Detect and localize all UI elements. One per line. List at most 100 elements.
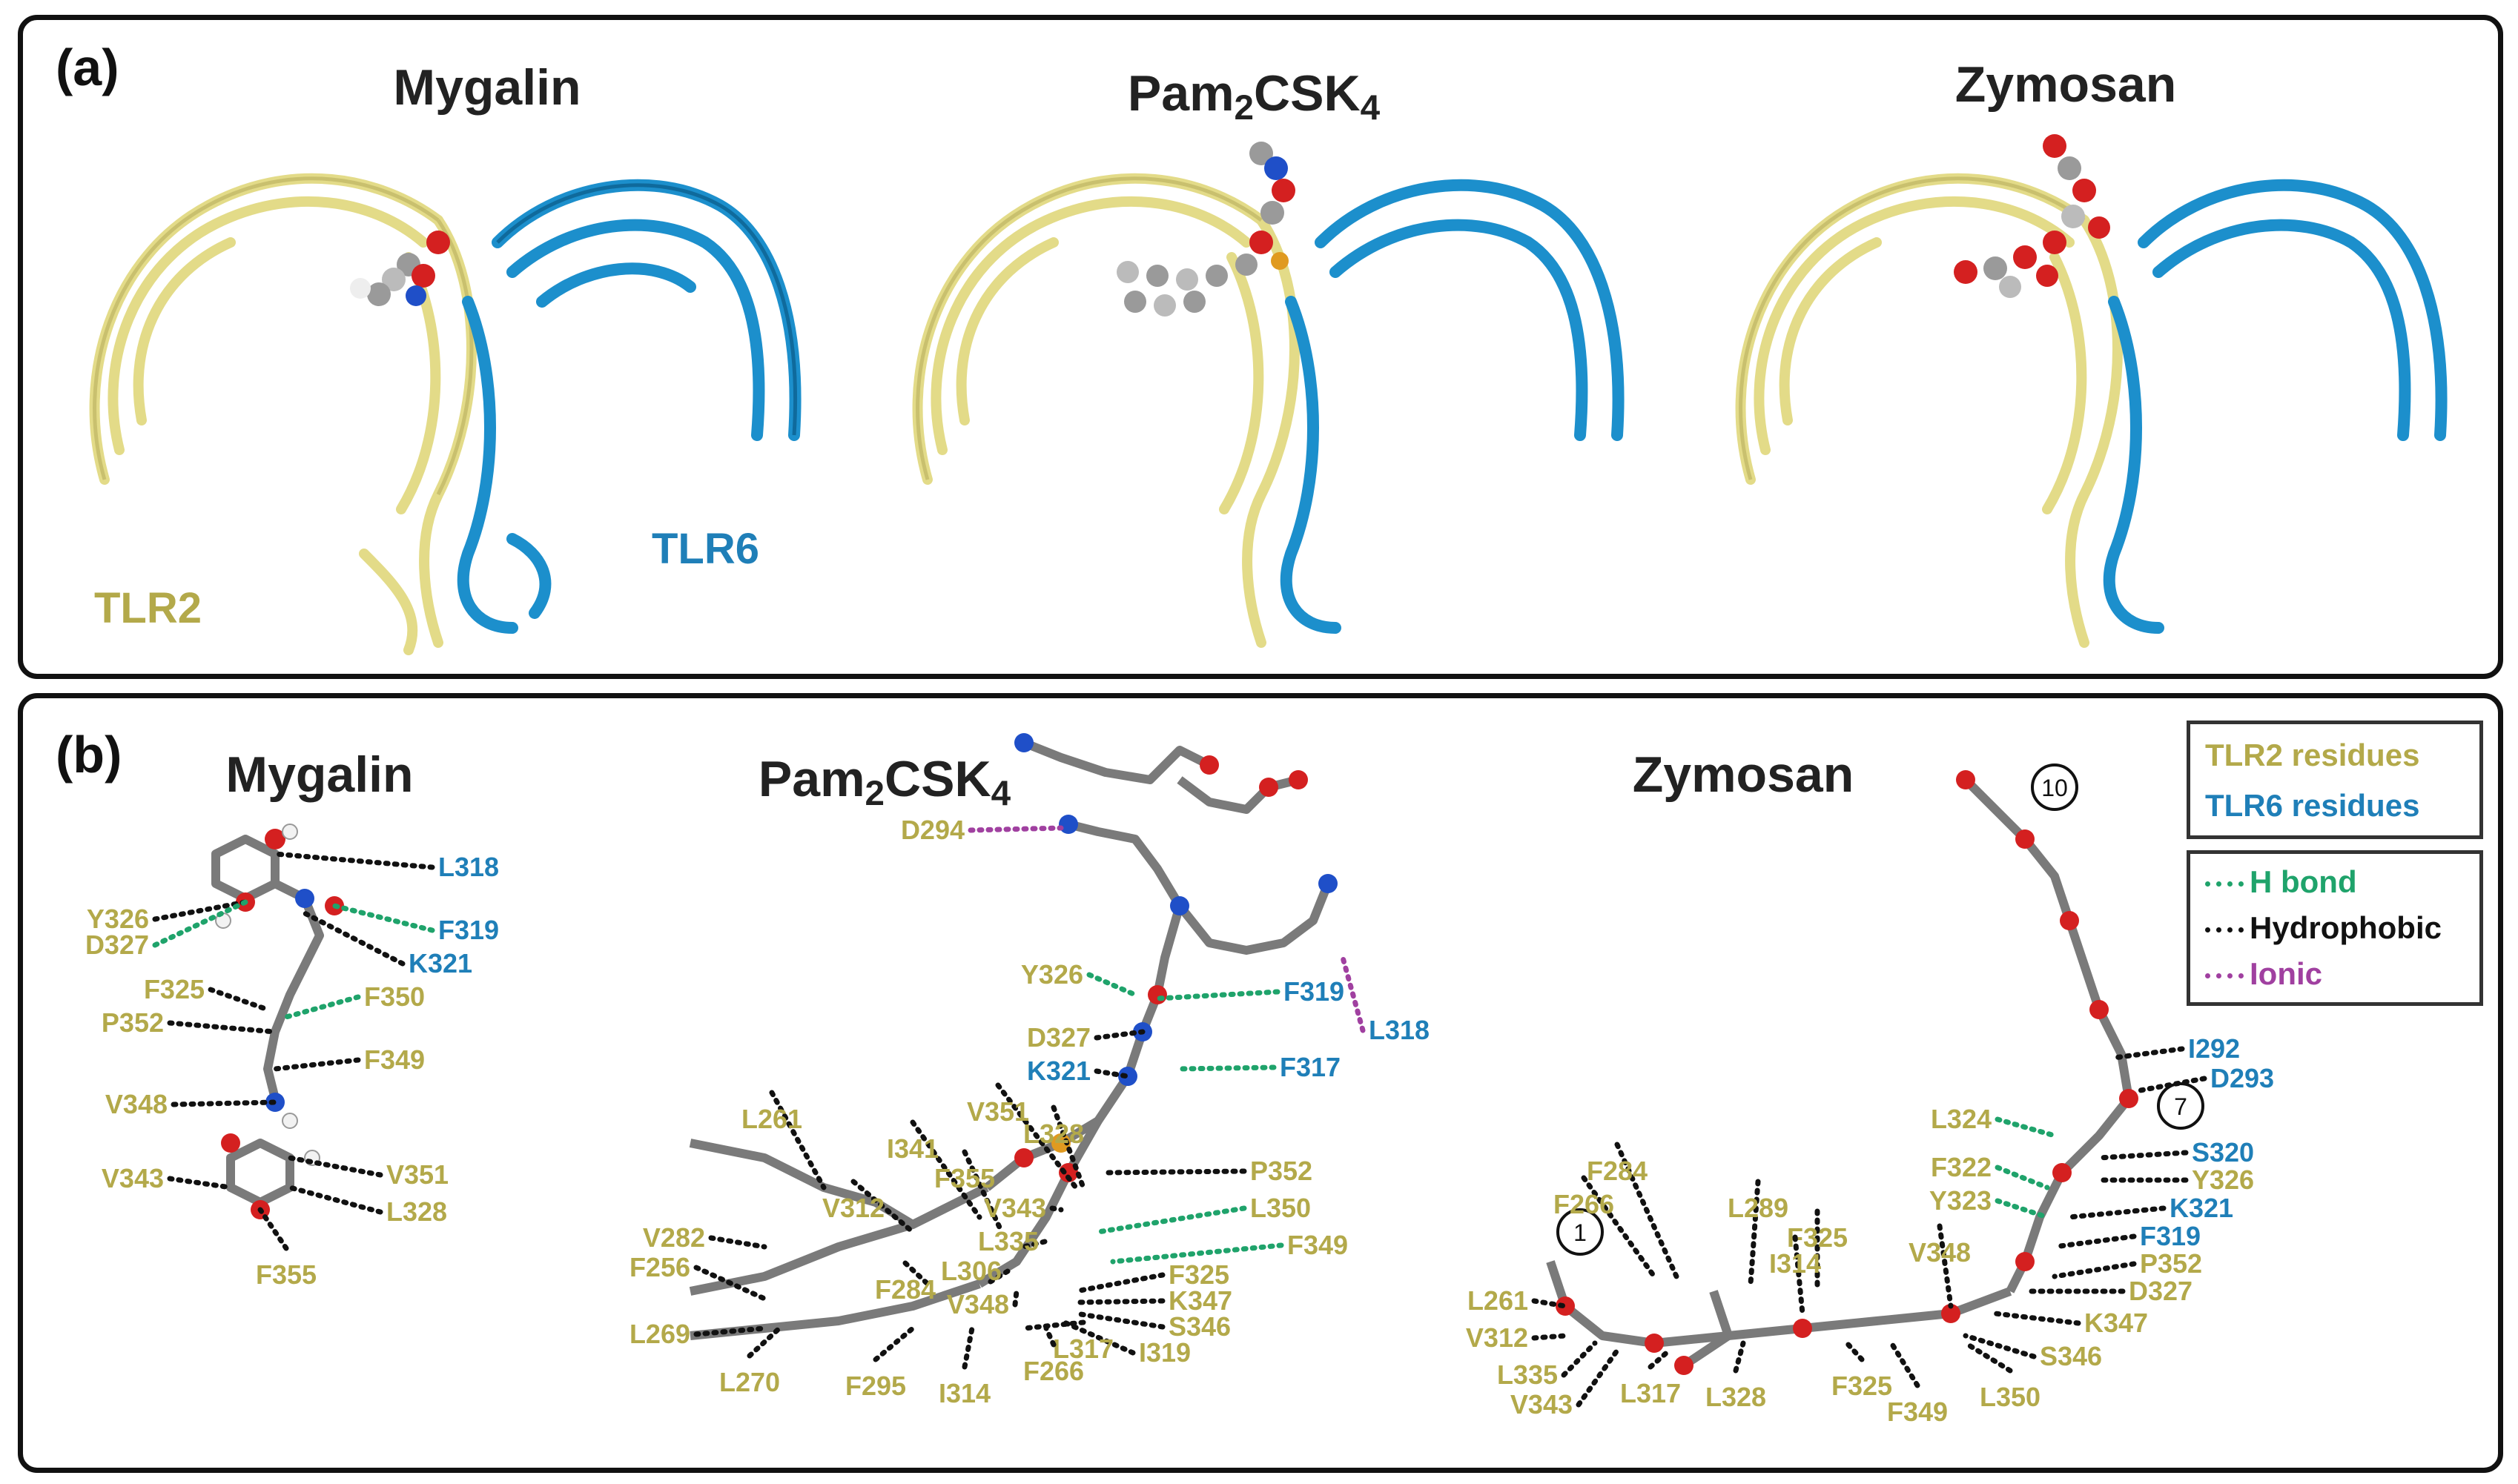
zymosan-interaction-line	[1992, 1311, 2081, 1326]
pam-residue-label: D294	[901, 815, 965, 845]
pam-residue-label: P352	[1250, 1156, 1312, 1186]
panel-a-title-pam2csk4: Pam2CSK4	[1127, 65, 1381, 127]
zymosan-residue-label: D293	[2210, 1063, 2274, 1093]
sugar-marker-10	[2031, 763, 2078, 811]
legend-bonds: H bond Hydrophobic Ionic	[2187, 850, 2483, 1006]
pam-interaction-line	[1043, 1325, 1057, 1348]
pam-residue-label: L306	[941, 1256, 1002, 1286]
pam-interaction-line	[1073, 1311, 1166, 1330]
legend-tlr2: TLR2 residues	[2205, 738, 2420, 772]
pam-residue-label: D327	[1027, 1022, 1091, 1053]
pam-residue-label: L261	[741, 1104, 802, 1134]
pam-residue-label: F349	[1287, 1230, 1348, 1260]
mygalin-residue-label: V351	[386, 1159, 449, 1190]
zymosan-residue-label: F266	[1553, 1189, 1614, 1219]
zymosan-interaction-line	[1995, 1198, 2050, 1220]
pam-residue-label: L318	[1369, 1015, 1430, 1045]
zymosan-residue-label: L289	[1728, 1193, 1788, 1223]
zymosan-residue-label: Y323	[1929, 1185, 1992, 1216]
pam-residue-label: V351	[967, 1096, 1029, 1127]
mygalin-interaction-line	[171, 1099, 278, 1107]
pam-residue-label: V312	[822, 1193, 885, 1223]
mygalin-interaction-line	[257, 1207, 289, 1251]
pam2csk4-atoms	[1014, 733, 1338, 1182]
mygalin-residue-label: K321	[409, 948, 472, 978]
zymosan-interaction-line	[1963, 1340, 2013, 1374]
pam-residue-label: F355	[934, 1163, 995, 1193]
zymosan-residue-label: F322	[1931, 1152, 1992, 1182]
zymosan-interaction-line	[1937, 1223, 1954, 1309]
zymosan-interaction-line	[1844, 1340, 1865, 1362]
panel-b-title-zymosan: Zymosan	[1632, 746, 1854, 803]
pam-residue-label: L350	[1250, 1193, 1311, 1223]
zymosan-residue-label: S320	[2192, 1137, 2254, 1167]
mygalin-residue-label: V348	[105, 1089, 168, 1119]
pam-interaction-line	[1021, 1239, 1048, 1250]
pam-residue-label: F256	[630, 1252, 690, 1282]
zymosan-interaction-line	[1889, 1340, 1920, 1388]
pam-interaction-line	[693, 1265, 767, 1302]
mygalin-interaction-line	[331, 903, 435, 933]
pam-interaction-line	[1021, 1319, 1086, 1331]
pam-residue-label: I319	[1139, 1337, 1191, 1368]
zymosan-interaction-line	[1733, 1340, 1746, 1374]
zymosan-residue-label: Y326	[2192, 1165, 2254, 1195]
zymosan-interaction-line	[1963, 1333, 2037, 1359]
pam-residue-label: L269	[630, 1319, 690, 1349]
tlr6-label: TLR6	[652, 525, 759, 573]
pam-interaction-line	[1073, 1272, 1166, 1294]
ligand-spheres	[350, 231, 450, 306]
pam-interaction-line	[769, 1090, 827, 1190]
zymosan-interaction-line	[2066, 1205, 2167, 1220]
pam-interaction-line	[850, 1179, 916, 1235]
zymosan-residue-label: I292	[2188, 1033, 2240, 1064]
pam-residue-label: Y326	[1021, 959, 1083, 990]
zymosan-residue-label: L328	[1705, 1382, 1766, 1412]
zymosan-interaction-line	[1614, 1142, 1679, 1279]
sugar-marker-1-text: 1	[1573, 1219, 1587, 1246]
zymosan-residue-label: K321	[2170, 1193, 2233, 1223]
zymosan-interaction-line	[2133, 1076, 2207, 1094]
panel-b: (b) Mygalin Pam2CSK4 Zymosan TLR2 residu…	[18, 693, 2503, 1473]
zymosan-interaction-line	[1531, 1298, 1568, 1309]
zymosan-interaction-line	[2052, 1233, 2137, 1250]
panel-a-title-zymosan: Zymosan	[1954, 56, 2177, 113]
pam-interaction-line	[910, 1119, 982, 1220]
zymosan-residue-label: I314	[1769, 1248, 1821, 1279]
pam-residue-label: L335	[978, 1226, 1039, 1256]
hbond-line-icon	[2205, 881, 2244, 887]
panel-b-title-mygalin: Mygalin	[225, 746, 414, 803]
pam-residue-label: S346	[1169, 1311, 1231, 1342]
pam-residue-label: I341	[887, 1133, 939, 1164]
panel-b-label: (b)	[56, 726, 122, 784]
zymosan-interaction-line	[1648, 1348, 1672, 1370]
zymosan-residue-label: S346	[2040, 1341, 2102, 1371]
mygalin-interaction-line	[272, 1057, 361, 1072]
legend-hydrophobic: Hydrophobic	[2205, 910, 2442, 946]
mygalin-interaction-line	[167, 1176, 234, 1190]
legend-ionic: Ionic	[2205, 956, 2322, 992]
zymosan-interaction-line	[1792, 1234, 1805, 1316]
zymosan-interaction-line	[1995, 1116, 2058, 1139]
zymosan-interaction-line	[1531, 1333, 1568, 1341]
mygalin-interaction-line	[208, 987, 271, 1013]
pam-interaction-line	[984, 1268, 1011, 1287]
zymosan-interaction-line	[1561, 1340, 1598, 1378]
pam-interaction-line	[693, 1325, 767, 1337]
pam-interaction-line	[1103, 1168, 1247, 1176]
zymosan-interaction-line	[1995, 1165, 2050, 1190]
pam-residue-label: K321	[1027, 1056, 1091, 1086]
pam-residue-label: F266	[1023, 1356, 1084, 1386]
zymosan-residue-label: F349	[1887, 1397, 1948, 1427]
mygalin-residue-label: L318	[438, 852, 499, 882]
pam-interaction-line	[873, 1325, 916, 1362]
zymosan-residue-label: F284	[1587, 1156, 1648, 1186]
pam-interaction-line	[1154, 989, 1281, 1001]
zymosan-interaction-line	[1748, 1179, 1761, 1287]
zymosan-residue-label: F319	[2140, 1221, 2201, 1251]
pam-interaction-line	[1110, 1242, 1284, 1265]
sugar-marker-7-text: 7	[2174, 1093, 2187, 1120]
mygalin-residue-label: L328	[386, 1196, 447, 1227]
pam-residue-label: V343	[984, 1193, 1046, 1223]
